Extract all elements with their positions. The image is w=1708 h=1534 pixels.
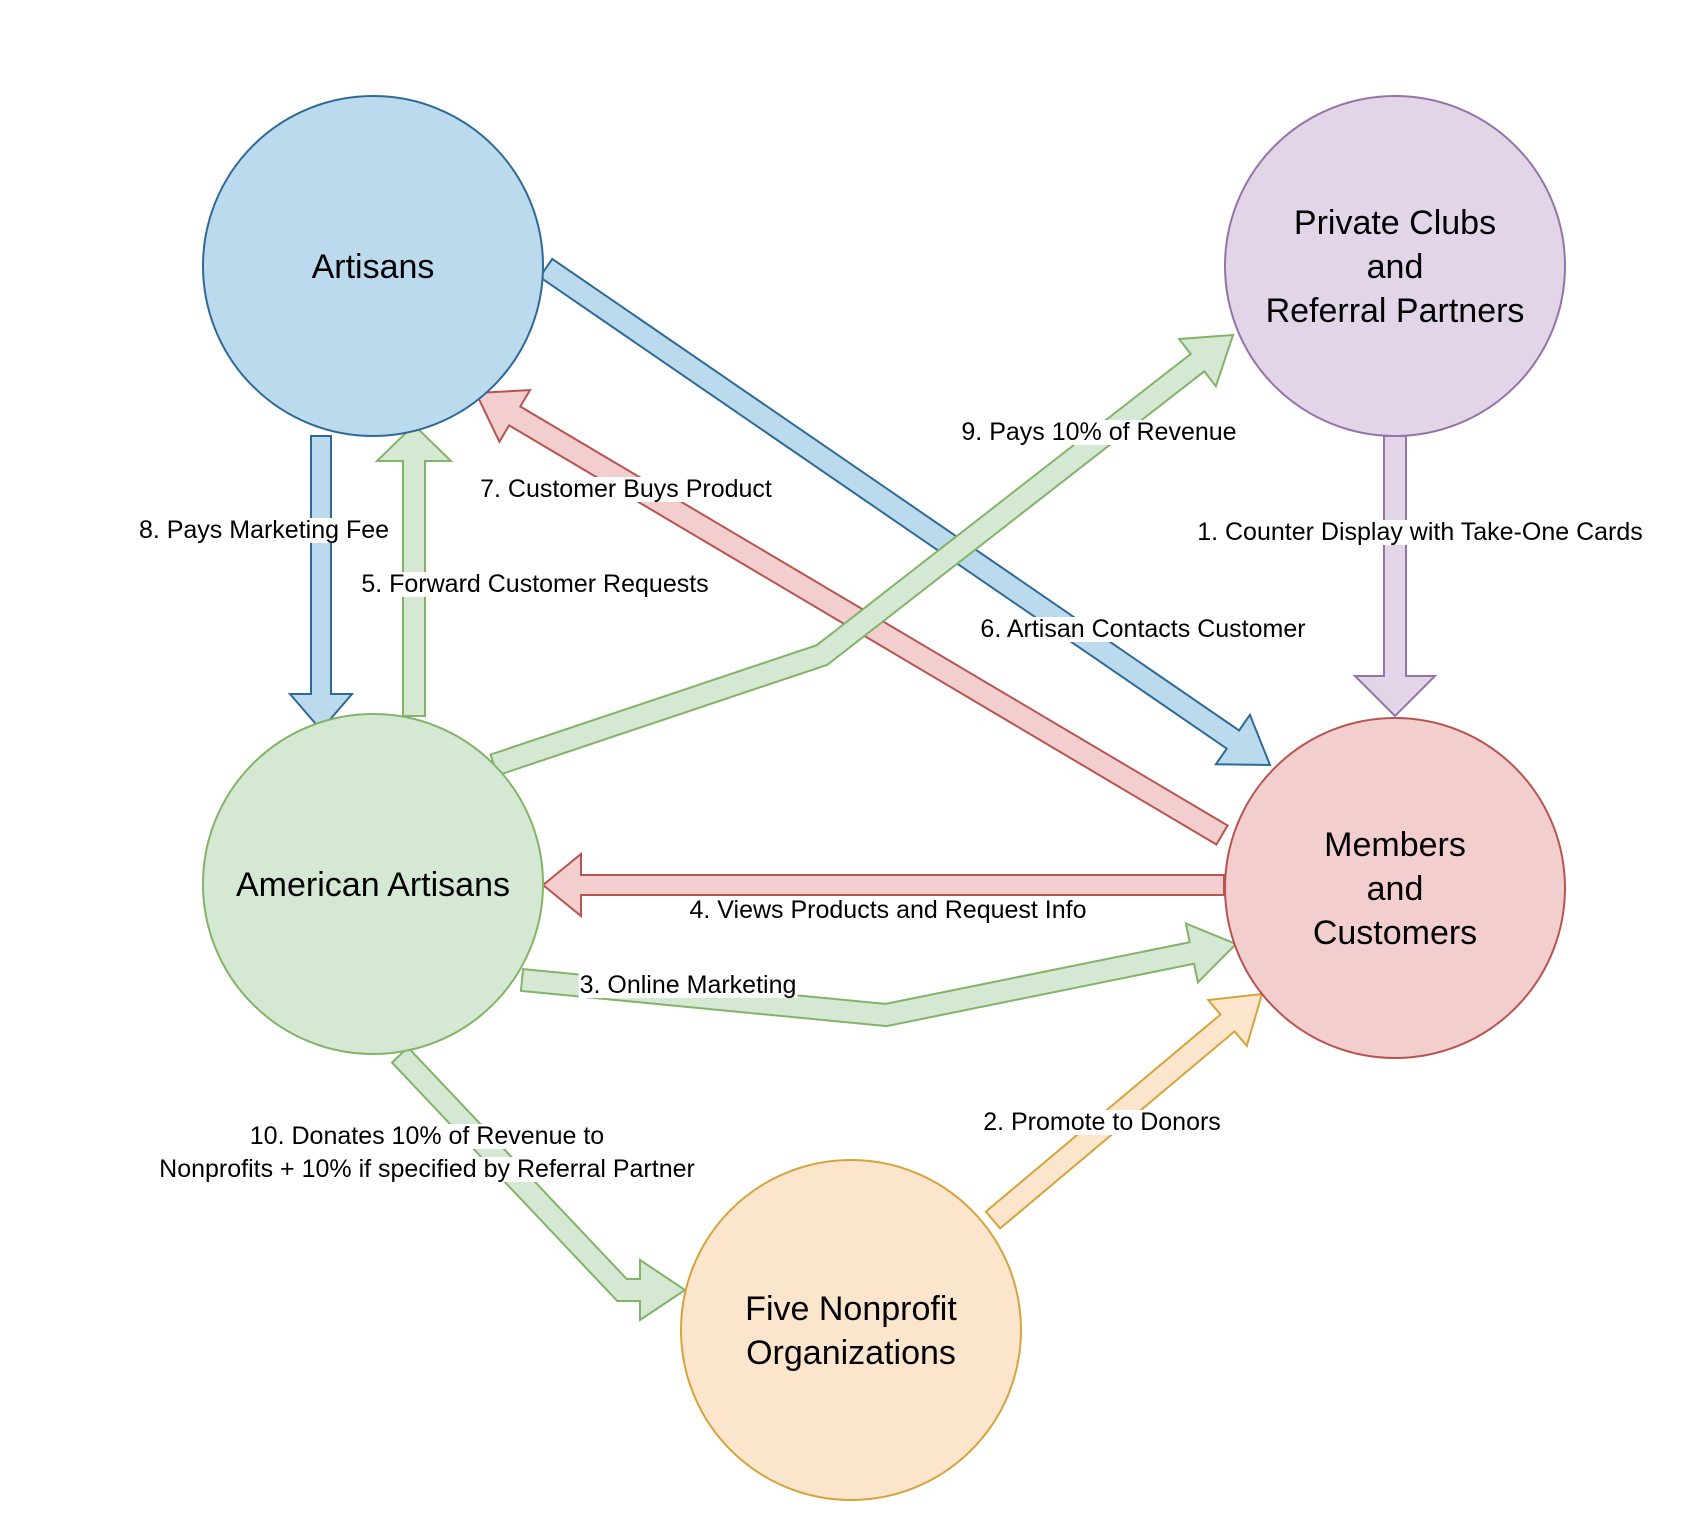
edge-10-label-text: 10. Donates 10% of Revenue to — [250, 1122, 604, 1150]
edge-2-label-background — [982, 1110, 1222, 1135]
edge-labels-layer: 1. Counter Display with Take-One Cards 2.… — [137, 418, 1644, 1183]
node-artisans[interactable]: Artisans — [202, 95, 544, 437]
edge-6-label: 6. Artisan Contacts Customer — [979, 615, 1307, 643]
edge-4-label-text: 4. Views Products and Request Info — [690, 896, 1087, 924]
node-american-artisans[interactable]: American Artisans — [202, 713, 544, 1055]
edge-10-label-text: Nonprofits + 10% if specified by Referra… — [159, 1155, 695, 1183]
node-nonprofits-label: Organizations — [746, 1334, 956, 1372]
node-private-clubs-circle[interactable] — [1224, 95, 1566, 437]
edge-8-arrow — [287, 435, 355, 732]
edge-9-label-background — [960, 420, 1238, 445]
edge-9-label-text: 9. Pays 10% of Revenue — [961, 418, 1236, 446]
edge-5-arrow — [374, 423, 454, 717]
edge-1-label-background — [1196, 520, 1644, 545]
edge-2-label-text: 2. Promote to Donors — [983, 1108, 1221, 1136]
node-american-artisans-label: American Artisans — [236, 866, 510, 904]
edge-10-arrow — [390, 1045, 687, 1322]
edge-5-label-text: 5. Forward Customer Requests — [361, 570, 708, 598]
edge-4-label-background — [688, 898, 1088, 923]
edge-1-label: 1. Counter Display with Take-One Cards — [1196, 518, 1644, 546]
edge-6-arrow — [538, 257, 1272, 767]
edge-6-label-background — [979, 617, 1307, 642]
edge-9-arrow — [489, 333, 1235, 777]
edge-4-arrow — [541, 851, 1225, 919]
edge-2-label: 2. Promote to Donors — [982, 1108, 1222, 1136]
edge-8-label-text: 8. Pays Marketing Fee — [139, 516, 389, 544]
edge-3-label-text: 3. Online Marketing — [580, 971, 797, 999]
node-private-clubs-label: Referral Partners — [1266, 292, 1525, 330]
node-members-label: Customers — [1313, 914, 1477, 952]
edge-3-label: 3. Online Marketing — [578, 971, 798, 999]
edge-8-label-background — [137, 518, 391, 543]
edge-4-label: 4. Views Products and Request Info — [688, 896, 1088, 924]
node-artisans-label: Artisans — [312, 248, 435, 286]
node-artisans-circle[interactable] — [202, 95, 544, 437]
edge-7-label-background — [479, 477, 773, 502]
node-nonprofits-circle[interactable] — [680, 1159, 1022, 1501]
edge-10-label: 10. Donates 10% of Revenue to Nonprofits … — [158, 1122, 696, 1183]
edge-1-label-text: 1. Counter Display with Take-One Cards — [1197, 518, 1643, 546]
node-nonprofits-label: Five Nonprofit — [745, 1290, 957, 1328]
edge-5-label: 5. Forward Customer Requests — [360, 570, 710, 598]
node-members-label: Members — [1324, 826, 1466, 864]
edge-5-label-background — [360, 572, 710, 597]
edge-9-label: 9. Pays 10% of Revenue — [960, 418, 1238, 446]
edge-1-arrow — [1352, 435, 1438, 718]
node-members-circle[interactable] — [1224, 717, 1566, 1059]
edge-10-label-background — [158, 1157, 696, 1182]
edge-7-label: 7. Customer Buys Product — [479, 475, 773, 503]
node-private-clubs-label: and — [1367, 248, 1424, 286]
edge-10-label-background — [248, 1124, 606, 1149]
edge-8-label: 8. Pays Marketing Fee — [137, 516, 391, 544]
edge-3-label-background — [578, 973, 798, 998]
node-members-label: and — [1367, 870, 1424, 908]
edges-layer — [287, 257, 1438, 1322]
node-private-clubs-label: Private Clubs — [1294, 204, 1496, 242]
edge-7-label-text: 7. Customer Buys Product — [480, 475, 772, 503]
node-american-artisans-circle[interactable] — [202, 713, 544, 1055]
edge-6-label-text: 6. Artisan Contacts Customer — [980, 615, 1305, 643]
